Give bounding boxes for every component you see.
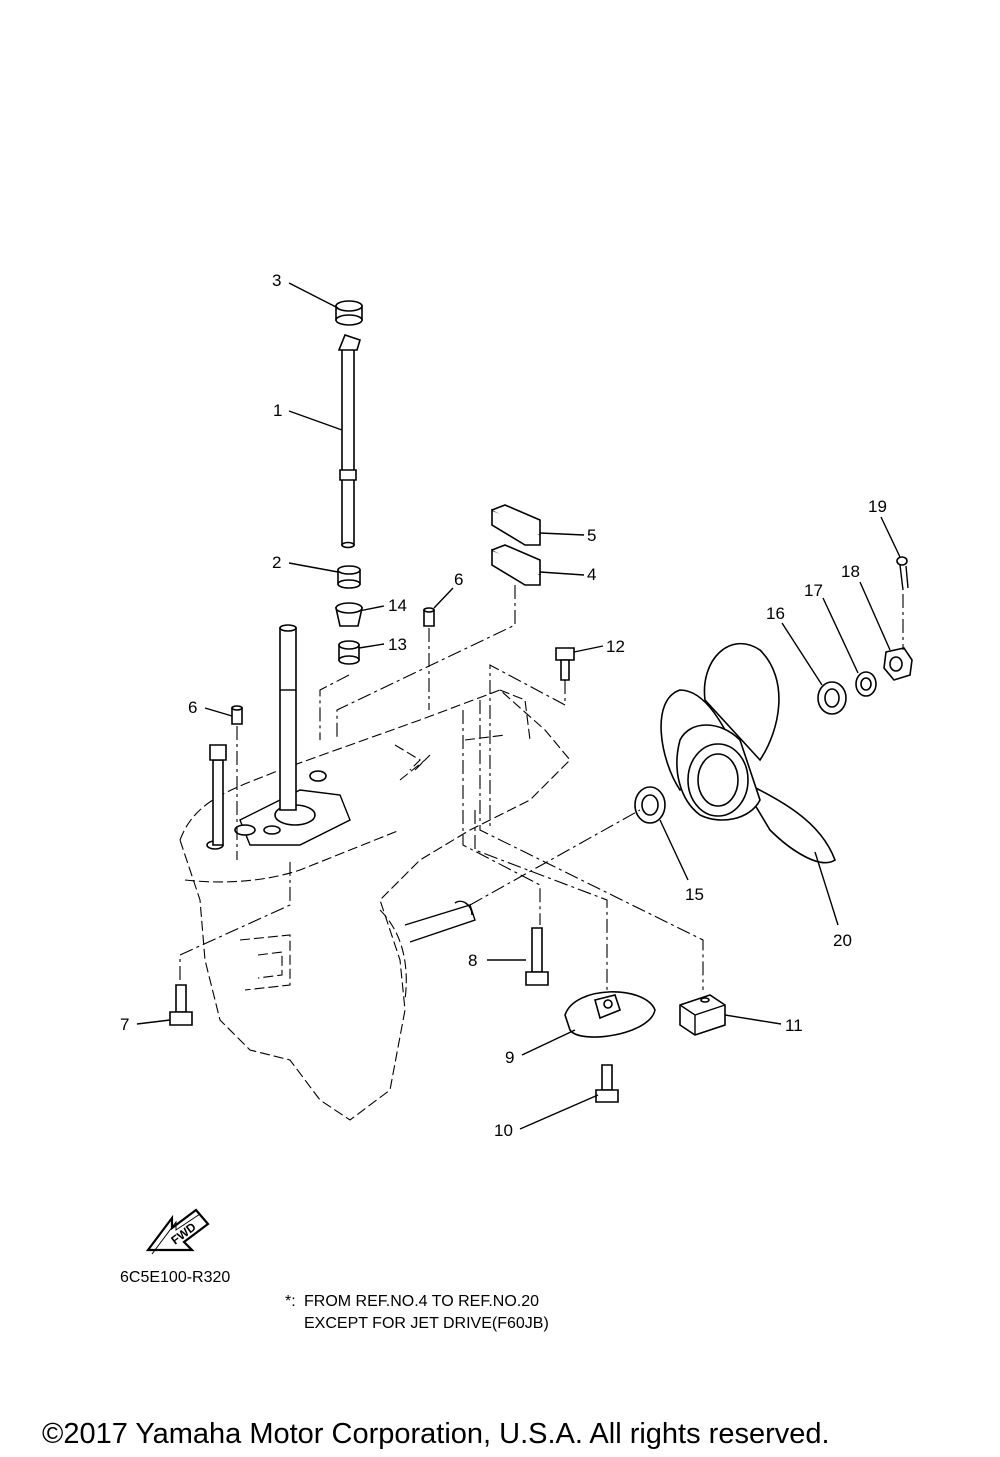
callout-16: 16 [766,604,785,623]
anode [679,994,726,1036]
note-marker: *: [285,1293,296,1310]
callout-10: 10 [494,1121,513,1140]
callout-4: 4 [587,565,596,584]
dowel-pin-right [423,607,435,627]
spacer [817,681,847,715]
callout-19: 19 [868,497,887,516]
washer [855,671,877,697]
thrust-washer [634,786,666,824]
bolt-12 [555,647,575,681]
callout-20: 20 [833,931,852,950]
cover-4 [491,544,541,586]
cover-5 [491,504,541,546]
shift-rod [209,744,227,846]
copyright-footer: ©2017 Yamaha Motor Corporation, U.S.A. A… [42,1418,830,1450]
bushing-top [335,300,363,326]
callout-15: 15 [685,885,704,904]
callout-6-right: 6 [454,570,463,589]
callout-11: 11 [785,1016,803,1035]
bolt-8 [525,927,549,986]
callout-17: 17 [804,581,823,600]
callout-5: 5 [587,526,596,545]
note-line-1: FROM REF.NO.4 TO REF.NO.20 [304,1293,539,1310]
dowel-pin-left [231,705,243,725]
callout-12: 12 [606,637,625,656]
leader-lines [136,282,901,1130]
drive-shaft [337,334,361,549]
collar [338,640,360,665]
callout-1: 1 [273,401,282,420]
callout-14: 14 [388,596,407,615]
callout-9: 9 [505,1048,514,1067]
grommet [335,602,363,627]
callout-18: 18 [841,562,860,581]
assembly-lines [179,585,904,990]
bushing-2 [337,565,361,589]
figure-code: 6C5E100-R320 [120,1269,230,1286]
callout-6-left: 6 [188,698,197,717]
callout-13: 13 [388,635,407,654]
callout-labels: 3 1 2 5 4 6 14 13 12 6 7 8 9 10 11 15 16… [120,271,887,1140]
bolt-10 [595,1064,619,1103]
note-line-2: EXCEPT FOR JET DRIVE(F60JB) [304,1315,549,1332]
bolt-7 [169,984,193,1026]
nut [883,647,913,681]
fwd-arrow-icon: FWD [145,1208,210,1255]
vertical-shaft [279,624,297,811]
callout-3: 3 [272,271,281,290]
trim-tab [564,991,656,1038]
callout-2: 2 [272,553,281,572]
callout-8: 8 [468,951,477,970]
callout-7: 7 [120,1015,129,1034]
propeller [660,643,836,864]
cotter-pin [896,556,909,591]
